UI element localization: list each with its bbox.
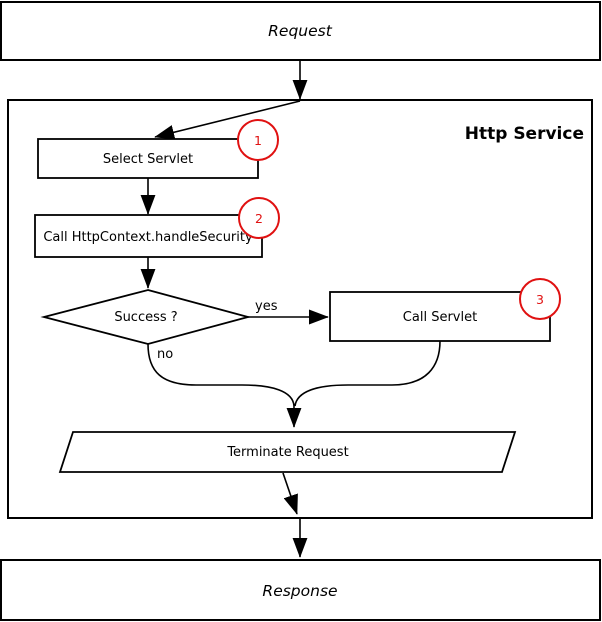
call-servlet-node <box>329 291 551 342</box>
badge-2-number: 2 <box>255 211 263 226</box>
arrow-no-to-terminate <box>147 343 302 428</box>
arrow-call-servlet-to-terminate <box>294 340 441 407</box>
badge-2-circle <box>238 197 280 239</box>
response-label: Response <box>262 582 337 600</box>
terminate-request-node <box>58 431 517 473</box>
badge-3: 3 <box>519 278 561 320</box>
response-node <box>0 559 601 621</box>
badge-1-number: 1 <box>254 133 262 148</box>
success-decision-label: Success ? <box>114 310 177 325</box>
arrow-entry-to-select-servlet <box>154 100 301 140</box>
terminate-request-label: Terminate Request <box>226 445 348 460</box>
select-servlet-node <box>37 138 259 179</box>
badge-2: 2 <box>238 197 280 239</box>
http-service-title: Http Service <box>465 124 584 144</box>
request-label: Request <box>268 22 333 40</box>
handle-security-label: Call HttpContext.handleSecurity <box>43 230 253 245</box>
call-servlet-label: Call Servlet <box>403 310 477 325</box>
request-node <box>0 1 601 61</box>
badge-1: 1 <box>237 119 279 161</box>
arrow-terminate-to-exit <box>282 472 298 515</box>
badge-1-circle <box>237 119 279 161</box>
badge-3-number: 3 <box>536 292 544 307</box>
badge-3-circle <box>519 278 561 320</box>
select-servlet-label: Select Servlet <box>103 152 193 167</box>
no-edge-label: no <box>157 347 173 362</box>
yes-edge-label: yes <box>255 299 278 314</box>
